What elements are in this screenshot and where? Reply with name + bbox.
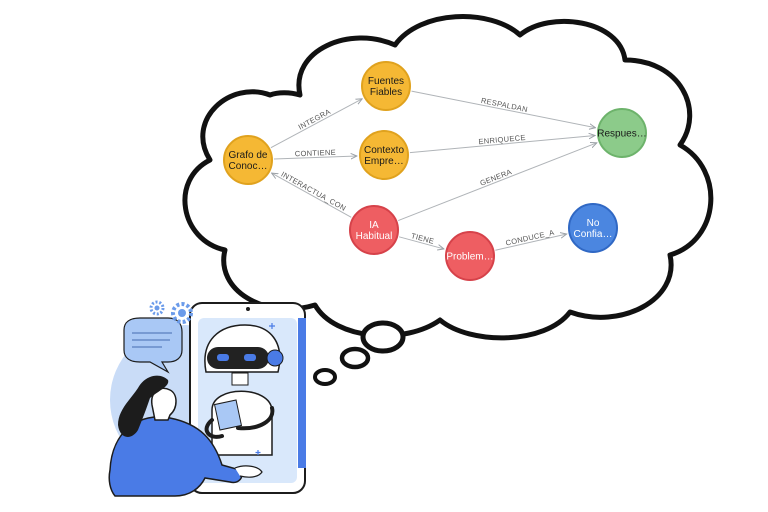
person [108,375,263,497]
node-label-contexto: Empre… [364,156,403,167]
phone-camera [246,307,250,311]
graph-edge-ia-grafo [272,173,352,218]
speech-bubble-icon [123,317,183,374]
graph-edge-contexto-respuesta [409,135,595,154]
phone-illustration [108,300,306,497]
node-label-fuentes: Fuentes [368,76,404,87]
graph-edge-fuentes-respuesta [411,90,595,128]
node-label-ia: IA [369,220,379,231]
sparkle-icon [255,323,275,455]
graph-node-respuesta[interactable]: Respues… [597,108,647,158]
node-label-ia: Habitual [356,231,393,242]
node-label-fuentes: Fiables [370,87,402,98]
graph-node-noconfia[interactable]: NoConfia… [568,203,618,253]
edge-label-enriquece: ENRIQUECE [478,133,526,146]
node-circle-grafo[interactable] [223,135,273,185]
thought-dot-medium [339,346,371,370]
node-label-respuesta: Respues… [597,129,646,140]
node-label-noconfia: Confia… [574,229,613,240]
node-circle-noconfia[interactable] [568,203,618,253]
graph-edge-ia-problem [398,236,444,249]
node-label-problem: Problem… [446,252,493,263]
node-circle-problem[interactable] [445,231,495,281]
graph-edge-grafo-contexto [273,156,357,160]
node-label-contexto: Contexto [364,145,404,156]
node-circle-ia[interactable] [349,205,399,255]
node-label-grafo: Grafo de [229,150,268,161]
node-label-noconfia: No [587,218,600,229]
node-circle-respuesta[interactable] [597,108,647,158]
robot [204,324,284,456]
thought-cloud [182,14,714,386]
phone-edge [298,318,306,468]
gear-icon [149,300,193,324]
thought-dot-small [313,368,337,386]
graph-edge-ia-respuesta [398,143,597,221]
node-circle-fuentes[interactable] [361,61,411,111]
edge-label-contiene: CONTIENE [295,148,336,159]
graph-edge-problem-noconfia [495,234,566,251]
graph-node-grafo[interactable]: Grafo deConoc… [223,135,273,185]
thought-dot-large [360,320,406,354]
graph-edge-grafo-fuentes [270,99,362,149]
graph-node-problem[interactable]: Problem… [445,231,495,281]
node-circle-contexto[interactable] [359,130,409,180]
graph-node-contexto[interactable]: ContextoEmpre… [359,130,409,180]
node-label-grafo: Conoc… [229,161,268,172]
